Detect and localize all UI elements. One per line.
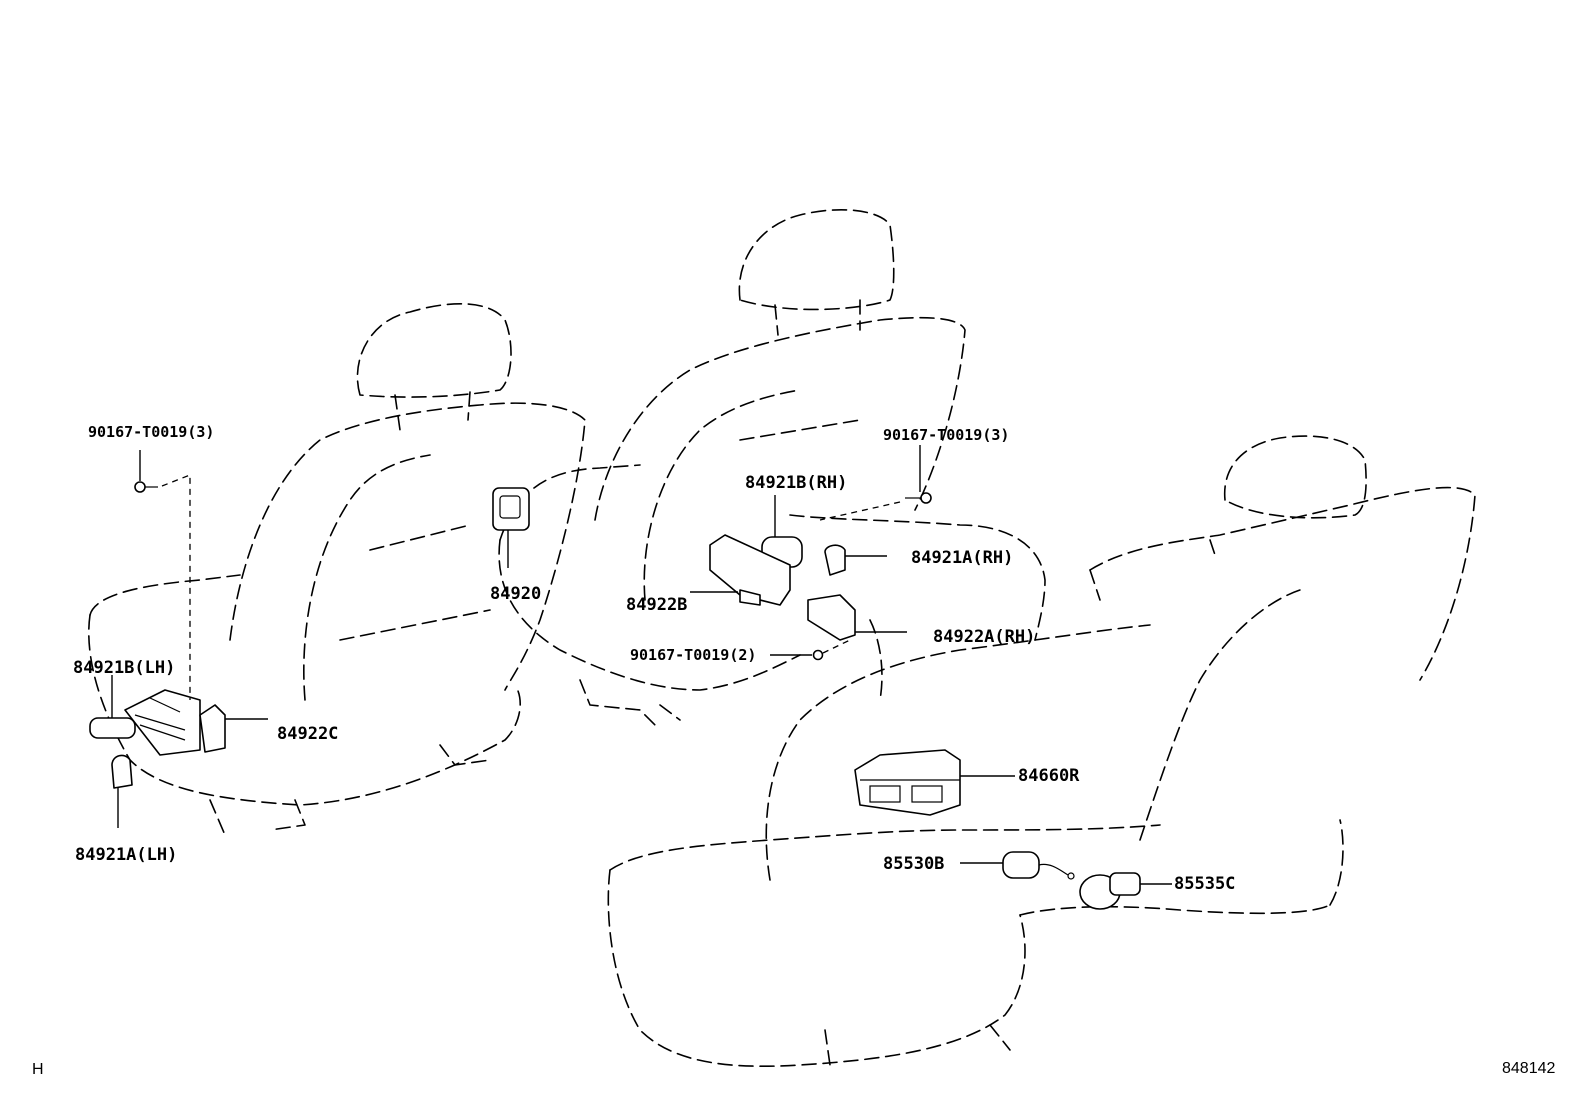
label-84922a-rh: 84922A(RH) [933, 627, 1035, 647]
socket-85530b [960, 851, 1075, 880]
label-84921b-rh: 84921B(RH) [745, 473, 847, 493]
bolt-rh-bottom [770, 639, 851, 661]
label-bolt-rh-bottom: 90167-T0019(2) [630, 646, 756, 664]
label-84921b-lh: 84921B(LH) [73, 658, 175, 678]
switch-84922b [690, 534, 791, 606]
label-84921a-rh: 84921A(RH) [911, 548, 1013, 568]
label-bolt-rh-top: 90167-T0019(3) [883, 426, 1009, 444]
middle-seat-outline [498, 209, 1046, 726]
diagram-number: 848142 [1502, 1060, 1555, 1077]
box-84660r [854, 749, 1015, 816]
label-84660r: 84660R [1018, 766, 1080, 786]
label-85535c: 85535C [1174, 874, 1235, 894]
knob-84921a-rh [824, 544, 887, 576]
lamp-85535c [1079, 872, 1172, 910]
label-84920: 84920 [490, 584, 541, 604]
label-84921a-lh: 84921A(LH) [75, 845, 177, 865]
switch-84922a-rh [807, 594, 907, 641]
bolt-lh [134, 450, 191, 700]
rear-seat-outline [607, 435, 1476, 1068]
corner-mark-left: H [32, 1061, 44, 1078]
label-85530b: 85530B [883, 854, 944, 874]
label-84922c: 84922C [277, 724, 338, 744]
knob-84921a-lh [111, 754, 133, 828]
label-84922b: 84922B [626, 595, 687, 615]
knob-84921b-lh [89, 675, 136, 739]
switch-84920 [492, 487, 530, 568]
label-bolt-lh: 90167-T0019(3) [88, 423, 214, 441]
bolt-rh-top [819, 445, 932, 521]
switch-assembly-lh [124, 689, 268, 756]
left-seat-outline [87, 303, 586, 836]
